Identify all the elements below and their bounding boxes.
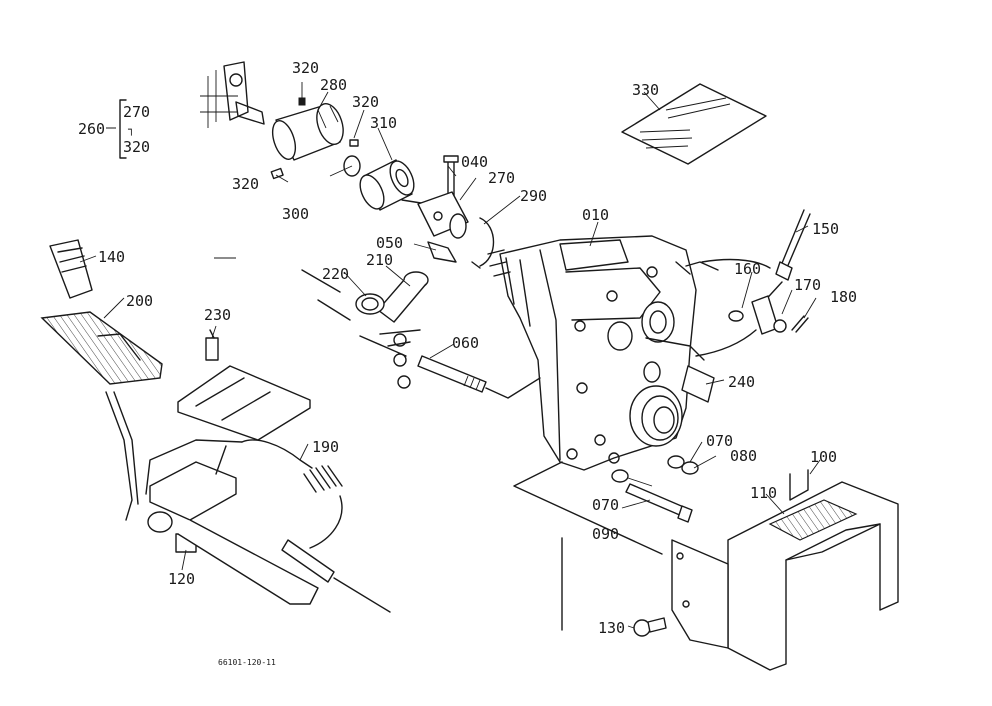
callout-050: 050 (376, 234, 403, 252)
callout-labels: 010 040 050 060 070 070 080 090 100 110 … (78, 59, 857, 637)
callout-210: 210 (366, 251, 393, 269)
callout-240: 240 (728, 373, 755, 391)
callout-260: 260 (78, 120, 105, 138)
callout-190: 190 (312, 438, 339, 456)
callout-270-b: 270 (488, 169, 515, 187)
callout-320-a: 320 (292, 59, 319, 77)
callout-060: 060 (452, 334, 479, 352)
drawing-number: 66101-120-11 (218, 658, 276, 667)
input-shaft-group (401, 155, 495, 269)
callout-320-b: 320 (352, 93, 379, 111)
callout-320-c: 320 (123, 138, 150, 156)
cover-group (561, 469, 899, 671)
callout-120: 120 (168, 570, 195, 588)
callout-160: 160 (734, 260, 761, 278)
callout-140: 140 (98, 248, 125, 266)
callout-170: 170 (794, 276, 821, 294)
callout-330: 330 (632, 81, 659, 99)
callout-310: 310 (370, 114, 397, 132)
bolt-group (513, 455, 699, 555)
callout-070-a: 070 (706, 432, 733, 450)
callout-280: 280 (320, 76, 347, 94)
callout-080: 080 (730, 447, 757, 465)
callout-150: 150 (812, 220, 839, 238)
callout-270-a: 270 (123, 103, 150, 121)
transmission-housing (487, 235, 719, 471)
callout-300: 300 (282, 205, 309, 223)
callout-040: 040 (461, 153, 488, 171)
callout-070-b: 070 (592, 496, 619, 514)
coupling-group (119, 61, 415, 211)
cable-group (695, 209, 811, 357)
callout-200: 200 (126, 292, 153, 310)
callout-220: 220 (322, 265, 349, 283)
callout-130: 130 (598, 619, 625, 637)
callout-180: 180 (830, 288, 857, 306)
shaft-group (301, 269, 541, 399)
callout-290: 290 (520, 187, 547, 205)
manual-330 (621, 83, 767, 165)
leader-lines (79, 82, 821, 629)
callout-110: 110 (750, 484, 777, 502)
callout-090: 090 (592, 525, 619, 543)
callout-230: 230 (204, 306, 231, 324)
callout-320-d: 320 (232, 175, 259, 193)
callout-100: 100 (810, 448, 837, 466)
callout-010: 010 (582, 206, 609, 224)
svg-text:┐: ┐ (128, 123, 135, 136)
pedal-group (40, 239, 391, 613)
